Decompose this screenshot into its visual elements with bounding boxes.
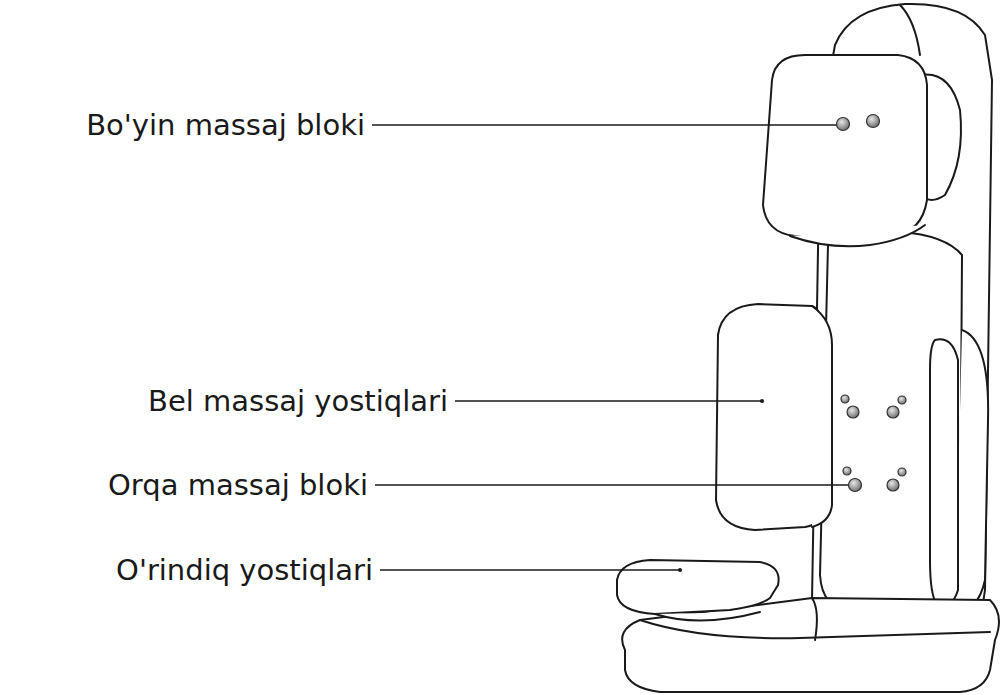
- part-label: Bo'yin massaj bloki: [86, 108, 365, 143]
- part-label: Bel massaj yostiqlari: [148, 384, 448, 419]
- part-label: O'rindiq yostiqlari: [116, 553, 373, 588]
- part-label: Orqa massaj bloki: [108, 468, 368, 503]
